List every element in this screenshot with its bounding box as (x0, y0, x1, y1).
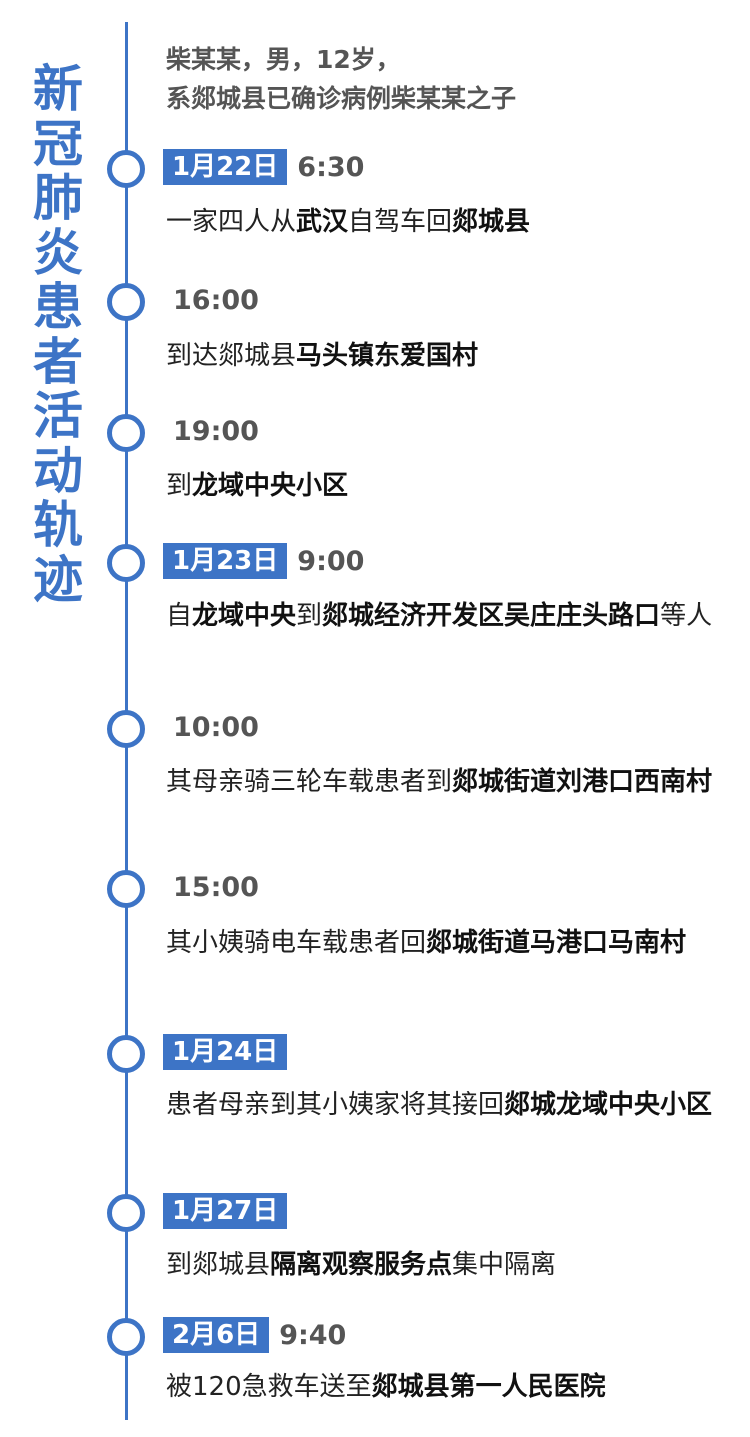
event-description: 到龙域中央小区 (166, 466, 726, 507)
description-text: 自驾车回 (348, 207, 453, 237)
highlight-location: 郯城县第一人民医院 (371, 1372, 606, 1402)
timeline-node-icon (107, 710, 145, 748)
event-description: 患者母亲到其小姨家将其接回郯城龙域中央小区 (166, 1085, 726, 1126)
description-text: 集中隔离 (452, 1250, 557, 1280)
event-time: 16:00 (173, 284, 259, 316)
description-text: 等人 (660, 601, 713, 631)
description-text: 其小姨骑电车载患者回 (166, 928, 427, 958)
event-time: 10:00 (173, 711, 259, 743)
event-time: 9:40 (279, 1319, 347, 1351)
timeline-node-icon (107, 1035, 145, 1073)
event-time: 19:00 (173, 415, 259, 447)
timeline-node-icon (107, 150, 145, 188)
description-text: 到达郯城县 (166, 341, 297, 371)
intro-line-1: 柴某某，男，12岁， (166, 45, 401, 74)
highlight-location: 郯城县 (452, 207, 531, 237)
description-text: 到郯城县 (166, 1250, 271, 1280)
event-time: 9:00 (297, 545, 365, 577)
title-char: 肺 (33, 169, 83, 227)
intro-line-2: 系郯城县已确诊病例柴某某之子 (166, 84, 517, 113)
title-char: 炎 (33, 223, 83, 282)
highlight-location: 郯城街道刘港口西南村 (452, 767, 713, 797)
event-header: 2月6日 9:40 (163, 1317, 346, 1353)
title-char: 迹 (33, 550, 83, 609)
description-text: 被120急救车送至 (166, 1372, 372, 1402)
event-header: 19:00 (163, 413, 259, 449)
title-char: 冠 (33, 114, 83, 173)
event-header: 16:00 (163, 282, 259, 318)
title-char: 患 (33, 278, 83, 336)
event-description: 一家四人从武汉自驾车回郯城县 (166, 202, 726, 243)
timeline-node-icon (107, 414, 145, 452)
event-description: 其小姨骑电车载患者回郯城街道马港口马南村 (166, 923, 726, 964)
title-char: 轨 (33, 496, 83, 554)
date-badge: 1月24日 (163, 1034, 288, 1070)
event-header: 1月22日 6:30 (163, 149, 364, 185)
event-description: 自龙域中央到郯城经济开发区吴庄庄头路口等人 (166, 596, 726, 637)
highlight-location: 郯城经济开发区吴庄庄头路口 (322, 601, 661, 631)
event-header: 1月23日 9:00 (163, 543, 364, 579)
event-time: 6:30 (297, 151, 365, 183)
date-badge: 1月27日 (163, 1193, 288, 1229)
description-text: 自 (166, 601, 193, 631)
date-badge: 1月23日 (163, 543, 288, 579)
event-header: 1月27日 (163, 1193, 288, 1229)
page-title: 新 冠 肺 炎 患 者 活 动 轨 迹 (28, 62, 88, 607)
highlight-location: 隔离观察服务点 (270, 1250, 453, 1280)
event-description: 被120急救车送至郯城县第一人民医院 (166, 1367, 726, 1408)
description-text: 一家四人从 (166, 207, 297, 237)
event-description: 其母亲骑三轮车载患者到郯城街道刘港口西南村 (166, 762, 726, 803)
description-text: 到 (166, 471, 193, 501)
title-char: 活 (33, 387, 83, 445)
timeline-node-icon (107, 870, 145, 908)
description-text: 到 (296, 601, 323, 631)
timeline-node-icon (107, 544, 145, 582)
highlight-location: 马头镇东爱国村 (296, 341, 479, 371)
highlight-location: 郯城龙域中央小区 (504, 1090, 713, 1120)
event-time: 15:00 (173, 871, 259, 903)
date-badge: 2月6日 (163, 1317, 270, 1353)
description-text: 患者母亲到其小姨家将其接回 (166, 1090, 505, 1120)
patient-intro: 柴某某，男，12岁， 系郯城县已确诊病例柴某某之子 (166, 40, 516, 118)
event-description: 到郯城县隔离观察服务点集中隔离 (166, 1245, 726, 1286)
timeline-node-icon (107, 283, 145, 321)
event-description: 到达郯城县马头镇东爱国村 (166, 336, 726, 377)
highlight-location: 龙域中央小区 (192, 471, 349, 501)
description-text: 其母亲骑三轮车载患者到 (166, 767, 453, 797)
highlight-location: 龙域中央 (192, 601, 297, 631)
date-badge: 1月22日 (163, 149, 288, 185)
timeline-node-icon (107, 1194, 145, 1232)
highlight-location: 郯城街道马港口马南村 (426, 928, 687, 958)
highlight-location: 武汉 (296, 207, 349, 237)
title-char: 动 (33, 441, 83, 500)
event-header: 15:00 (163, 869, 259, 905)
event-header: 1月24日 (163, 1034, 288, 1070)
timeline-node-icon (107, 1318, 145, 1356)
title-char: 新 (33, 60, 83, 118)
event-header: 10:00 (163, 709, 259, 745)
title-char: 者 (33, 332, 83, 391)
